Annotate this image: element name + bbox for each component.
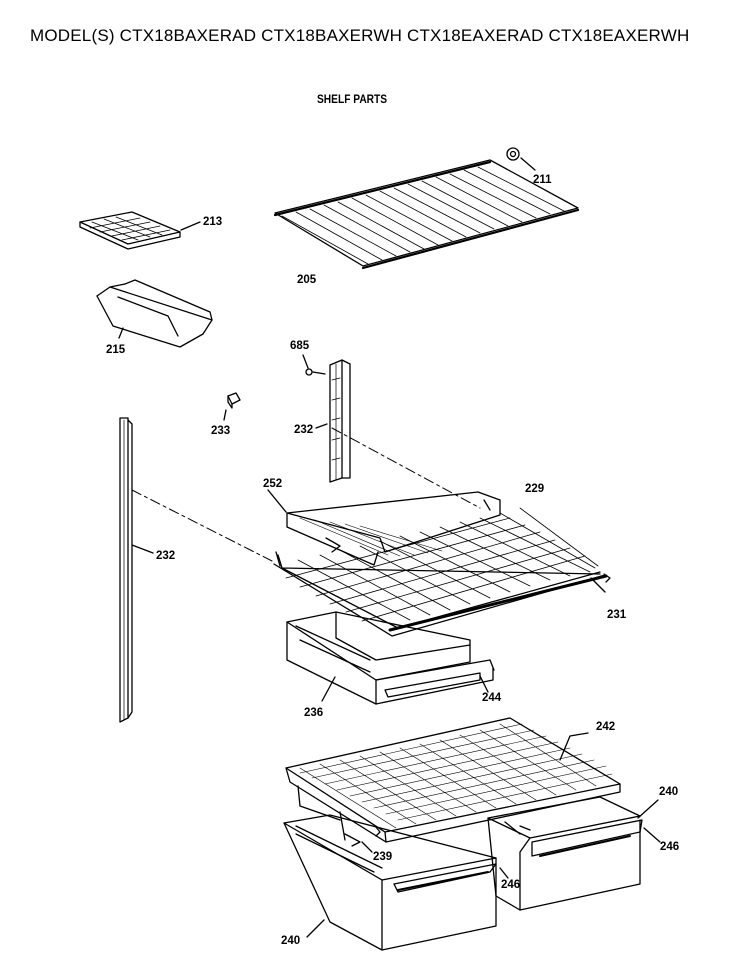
alignment-line-left [131, 489, 275, 563]
label-246-right: 246 [660, 841, 679, 853]
section-title: SHELF PARTS [317, 92, 388, 106]
label-239: 239 [373, 851, 392, 863]
label-232-upper: 232 [294, 424, 313, 436]
label-236: 236 [304, 707, 323, 719]
drawer-236 [286, 611, 495, 705]
label-229: 229 [525, 483, 544, 495]
label-215: 215 [106, 344, 126, 356]
label-240-left: 240 [281, 935, 300, 947]
label-240-right: 240 [659, 786, 678, 798]
label-242: 242 [596, 721, 615, 733]
label-252: 252 [263, 478, 282, 490]
shelf-229 [273, 499, 611, 637]
glass-shelf-242 [285, 717, 621, 843]
crisper-drawer-240-left [283, 814, 497, 951]
rail-232-lower [119, 417, 154, 723]
cover-252 [267, 489, 501, 566]
label-211: 211 [533, 174, 552, 186]
label-231: 231 [607, 609, 627, 621]
ice-tray-213 [79, 211, 201, 250]
clip-233 [223, 392, 241, 421]
model-numbers-header: MODEL(S) CTX18BAXERAD CTX18BAXERWH CTX18… [30, 26, 690, 45]
alignment-line-right [331, 427, 481, 509]
label-244: 244 [482, 692, 502, 704]
label-233: 233 [211, 425, 230, 437]
rail-232-upper [302, 354, 351, 483]
crisper-drawer-240-right [487, 796, 661, 911]
bin-215 [96, 279, 213, 348]
label-246-left: 246 [501, 879, 520, 891]
label-205: 205 [297, 274, 317, 286]
label-685: 685 [290, 340, 310, 352]
bushing-211 [506, 147, 536, 171]
wire-shelf-205 [273, 159, 580, 270]
label-232-lower: 232 [156, 550, 175, 562]
label-213: 213 [203, 216, 222, 228]
